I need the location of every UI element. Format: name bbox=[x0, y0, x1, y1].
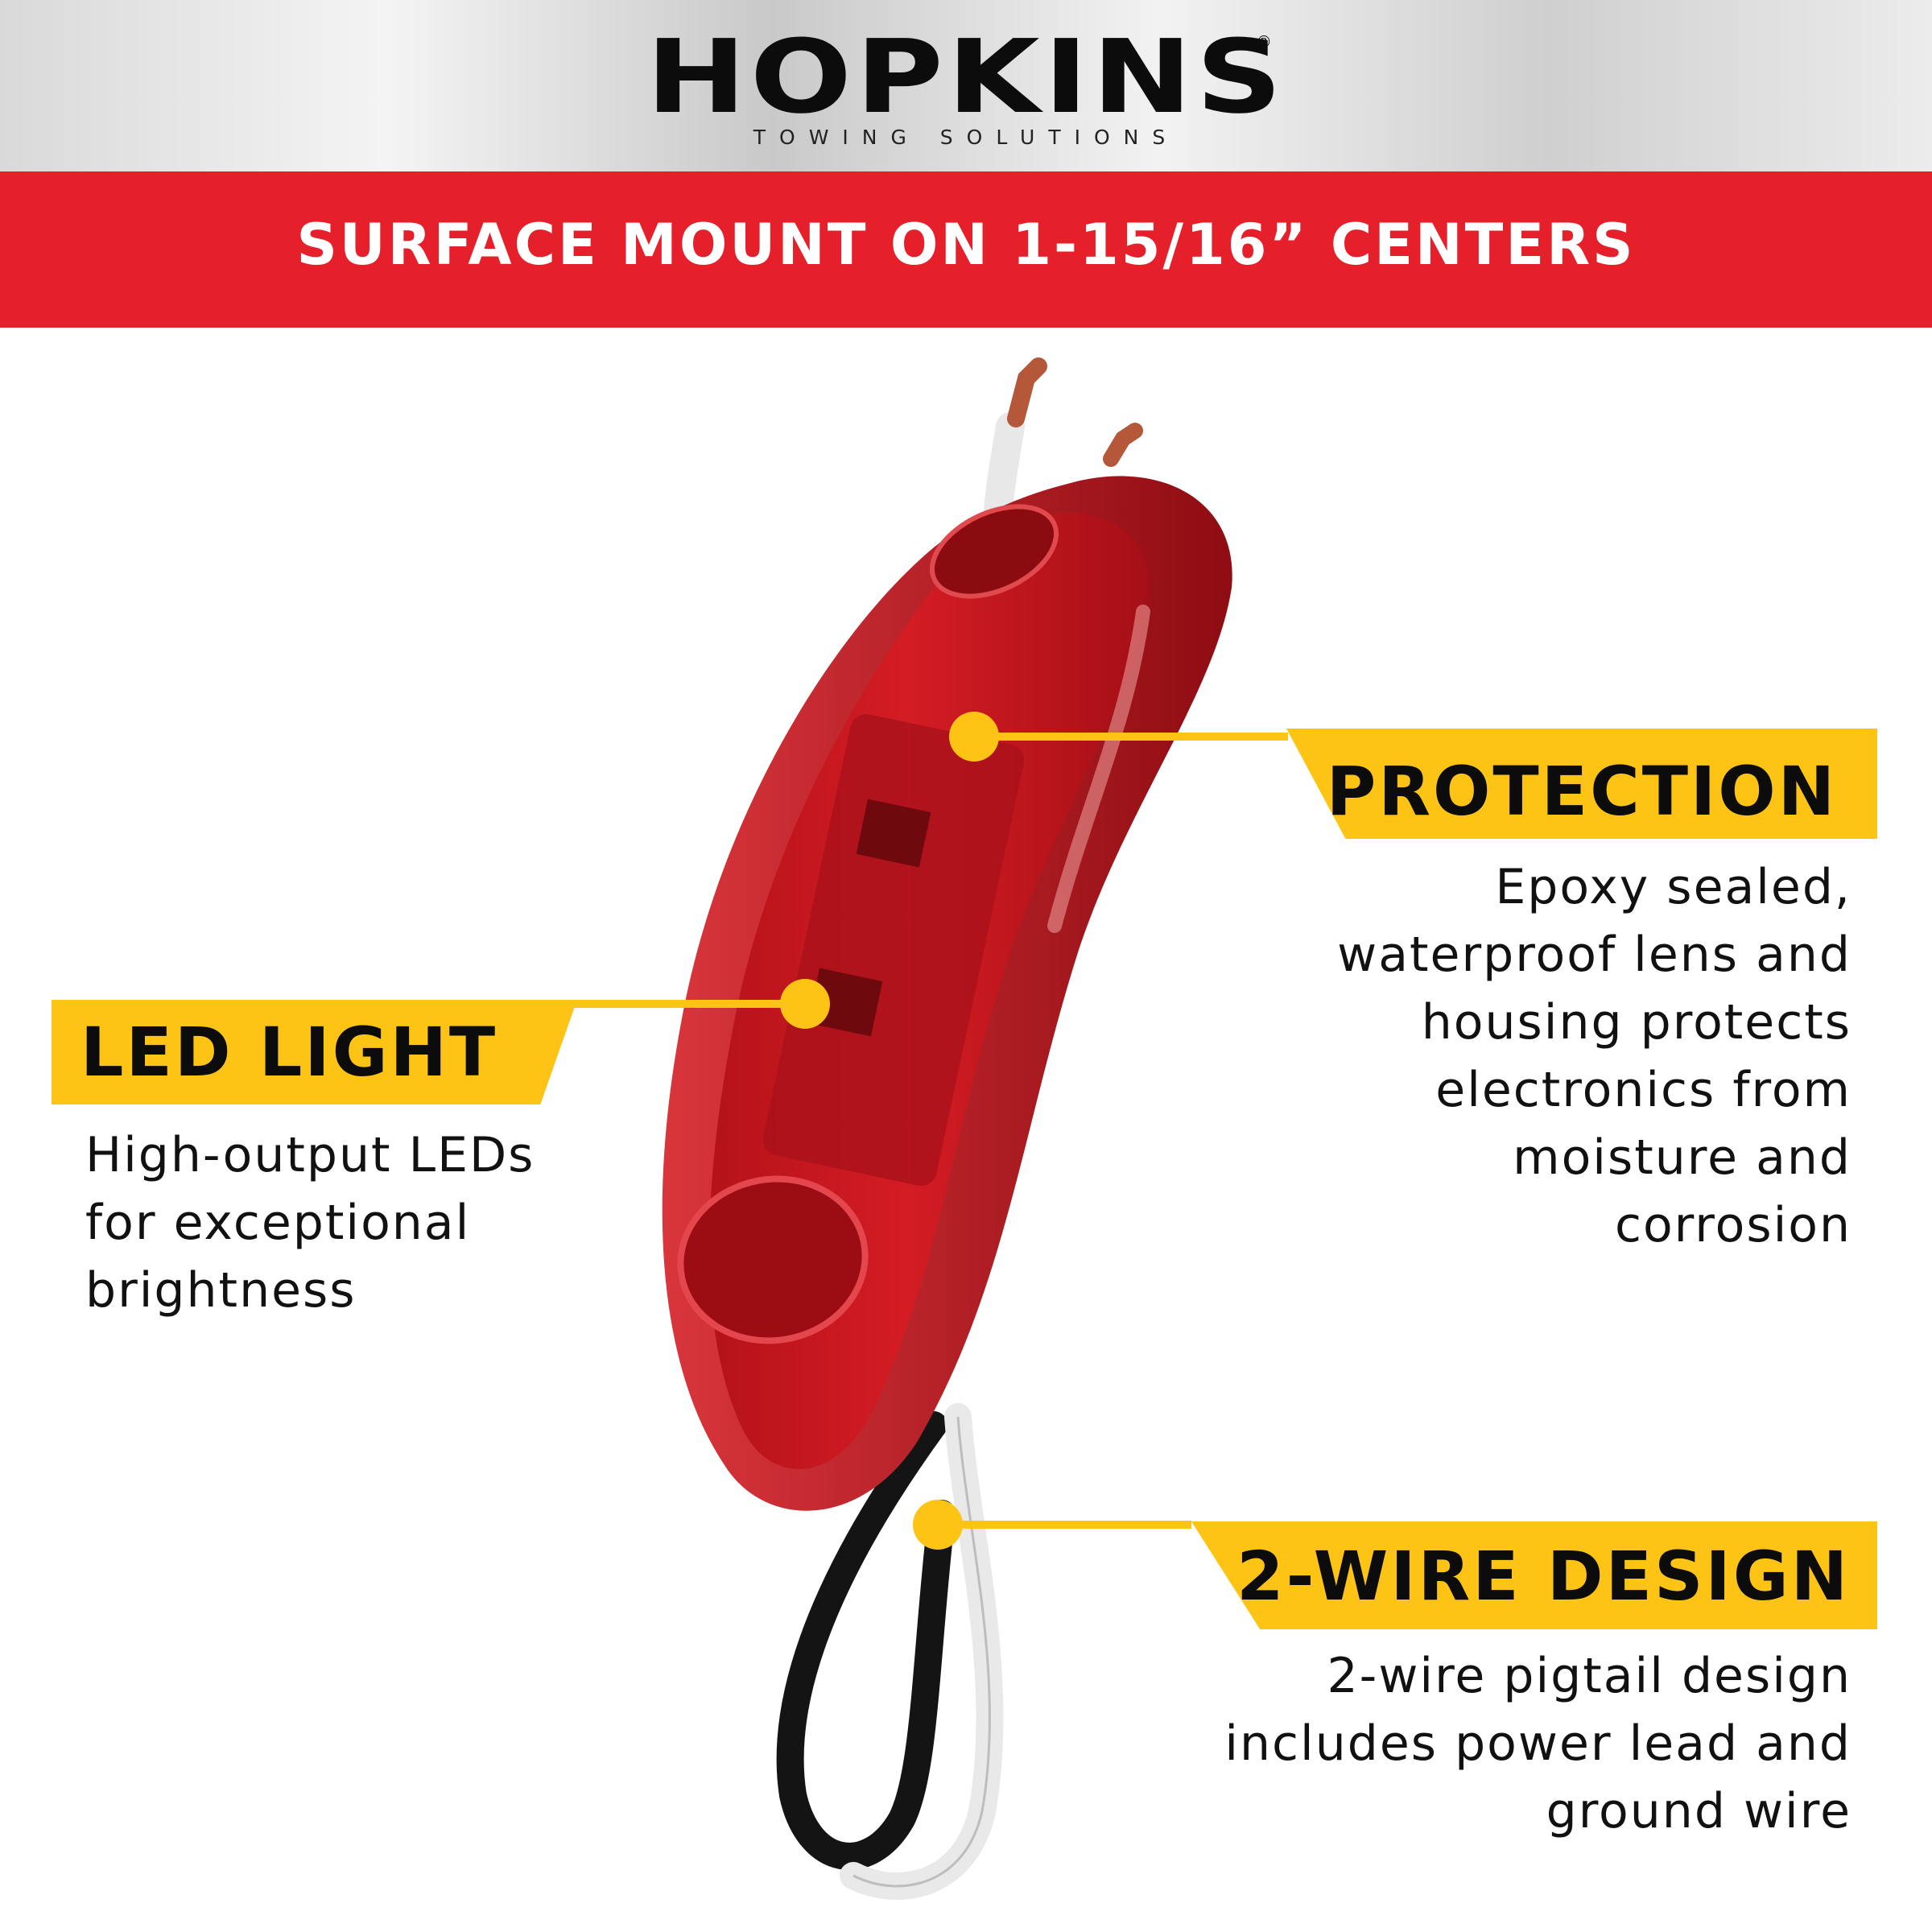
callout-leaders bbox=[573, 712, 1288, 1550]
protection-line: waterproof lens and bbox=[1337, 927, 1852, 983]
black-wire bbox=[776, 1411, 956, 1870]
two-wire-title: 2-WIRE DESIGN bbox=[1191, 1521, 1877, 1629]
led-chip-2 bbox=[807, 968, 883, 1037]
protection-line: moisture and bbox=[1513, 1129, 1852, 1186]
protection-title: PROTECTION bbox=[1286, 729, 1877, 839]
protection-line: electronics from bbox=[1435, 1062, 1852, 1118]
headline: SURFACE MOUNT ON 1-15/16” CENTERS bbox=[296, 212, 1636, 278]
copper-strand-1 bbox=[1007, 357, 1047, 427]
protection-dot bbox=[949, 712, 999, 762]
circuit-board bbox=[762, 713, 1025, 1187]
led-line: High-output LEDs bbox=[85, 1127, 535, 1183]
wire-line: 2-wire pigtail design bbox=[1327, 1648, 1852, 1704]
protection-description: Epoxy sealed, waterproof lens and housin… bbox=[1240, 853, 1852, 1259]
protection-line: Epoxy sealed, bbox=[1495, 859, 1852, 915]
lens-highlight bbox=[1047, 605, 1150, 933]
marker-light bbox=[662, 476, 1232, 1511]
mount-hole-top bbox=[929, 504, 1059, 599]
white-wire-outline bbox=[852, 1416, 991, 1888]
led-line: for exceptional bbox=[85, 1195, 471, 1251]
brand-logo: HOPKINS bbox=[646, 18, 1286, 136]
led-dot bbox=[780, 979, 830, 1029]
wire-dot bbox=[913, 1500, 963, 1550]
led-line: brightness bbox=[85, 1262, 357, 1319]
brand-tagline: TOWING SOLUTIONS bbox=[753, 126, 1179, 149]
wire-line: includes power lead and bbox=[1224, 1715, 1852, 1772]
brand-header: HOPKINS ® TOWING SOLUTIONS bbox=[0, 0, 1932, 171]
protection-line: housing protects bbox=[1421, 994, 1852, 1051]
headline-band bbox=[0, 171, 1932, 328]
mount-hole-bottom bbox=[677, 1175, 869, 1344]
led-light-description: High-output LEDs for exceptional brightn… bbox=[85, 1121, 697, 1324]
registered-mark: ® bbox=[1256, 32, 1272, 52]
two-wire-description: 2-wire pigtail design includes power lea… bbox=[1127, 1642, 1852, 1845]
led-light-title: LED LIGHT bbox=[52, 1000, 577, 1104]
wire-line: ground wire bbox=[1546, 1783, 1852, 1839]
copper-strand-2 bbox=[1103, 423, 1143, 467]
protection-line: corrosion bbox=[1614, 1197, 1852, 1253]
led-chip-1 bbox=[856, 799, 931, 868]
